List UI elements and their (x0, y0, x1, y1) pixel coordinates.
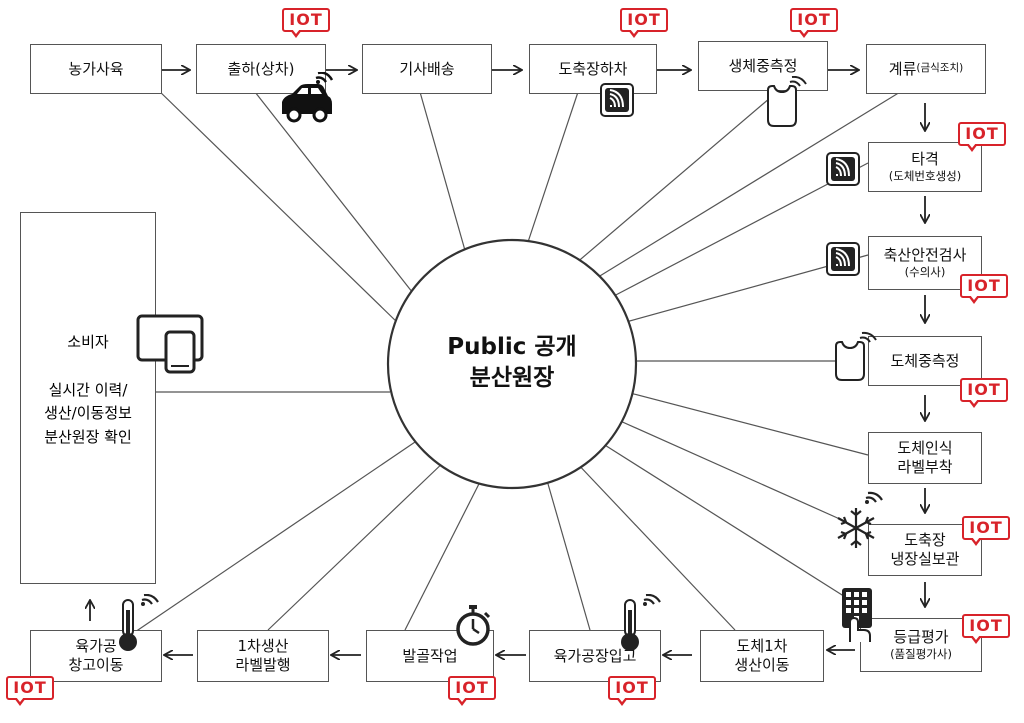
thermometer-icon (119, 594, 159, 651)
step-warehouse-transfer: 육가공 창고이동 (30, 630, 162, 682)
iot-label: IOT (448, 676, 496, 700)
iot-badge: IOT (958, 122, 1008, 152)
step-sublabel: (도체번호생성) (888, 169, 962, 184)
nfc-tag-icon (826, 152, 860, 186)
iot-badge: IOT (448, 676, 498, 706)
keypad-icon (842, 588, 872, 642)
step-label: 도체1차 (736, 637, 788, 656)
step-label: 등급평가 (893, 628, 949, 647)
step-label: 라벨발행 (235, 656, 291, 674)
step-label: 육가공장입고 (553, 646, 637, 665)
step-lairage: 계류(금식조치) (866, 44, 986, 94)
iot-badge: IOT (620, 8, 670, 38)
step-carcass-transfer: 도체1차 생산이동 (700, 630, 824, 682)
step-farm-raising: 농가사육 (30, 44, 162, 94)
consumer-desc-line: 생산/이동정보 (44, 404, 132, 423)
center-label-line: Public 공개 (447, 334, 577, 360)
weight-sensor-icon (835, 331, 877, 381)
step-label-issuing: 1차생산 라벨발행 (197, 630, 329, 682)
iot-badge: IOT (962, 614, 1012, 644)
iot-badge: IOT (608, 676, 658, 706)
iot-label: IOT (790, 8, 838, 32)
step-slaughterhouse-unloading: 도축장하차 (529, 44, 657, 94)
consumer-panel: 소비자 실시간 이력/ 생산/이동정보 분산원장 확인 (20, 212, 156, 584)
step-label: 타격 (911, 150, 939, 169)
step-sublabel: (수의사) (904, 265, 946, 280)
consumer-title: 소비자 (67, 333, 109, 351)
step-label: 생산이동 (734, 656, 790, 674)
spoke-lines (134, 86, 906, 633)
iot-label: IOT (962, 614, 1010, 638)
iot-badge: IOT (790, 8, 840, 38)
iot-label: IOT (962, 516, 1010, 540)
step-label: 발골작업 (402, 646, 458, 665)
step-driver-delivery: 기사배송 (362, 44, 492, 94)
stopwatch-icon (456, 605, 491, 646)
iot-badge: IOT (960, 378, 1010, 408)
step-grading: 등급평가 (품질평가사) (860, 618, 982, 672)
iot-badge: IOT (962, 516, 1012, 546)
step-label: 생체중측정 (728, 56, 798, 75)
tablet-phone-icon (136, 314, 204, 374)
nfc-tag-icon (826, 242, 860, 276)
step-processing-intake: 육가공장입고 (529, 630, 661, 682)
iot-label: IOT (620, 8, 668, 32)
iot-label: IOT (282, 8, 330, 32)
snowflake-icon (837, 491, 883, 548)
step-cold-storage: 도축장 냉장실보관 (868, 524, 982, 576)
step-label: 냉장실보관 (890, 550, 960, 568)
center-label: Public 공개 분산원장 (388, 332, 636, 394)
step-label: 기사배송 (399, 59, 455, 78)
step-label: 출하(상차) (227, 59, 295, 78)
step-carcass-weight: 도체중측정 (868, 336, 982, 386)
step-label: 농가사육 (68, 59, 124, 78)
nfc-tag-icon (600, 83, 634, 117)
center-label-line: 분산원장 (469, 365, 555, 392)
iot-label: IOT (960, 378, 1008, 402)
flow-arrows (90, 70, 925, 655)
step-live-weight: 생체중측정 (698, 41, 828, 91)
iot-label: IOT (6, 676, 54, 700)
step-label: 도축장 (904, 531, 946, 550)
step-label: 라벨부착 (897, 458, 953, 476)
center-circle (386, 238, 638, 490)
iot-badge: IOT (282, 8, 332, 38)
step-sublabel: (금식조치) (916, 62, 964, 75)
step-label: 창고이동 (68, 656, 124, 674)
thermometer-icon (621, 594, 661, 651)
step-label: 축산안전검사 (883, 246, 967, 265)
step-label: 도축장하차 (558, 59, 628, 78)
iot-badge: IOT (6, 676, 56, 706)
consumer-desc-line: 실시간 이력/ (48, 381, 128, 399)
iot-label: IOT (960, 274, 1008, 298)
step-label: 1차생산 (237, 637, 289, 656)
iot-badge: IOT (960, 274, 1010, 304)
step-label: 도체중측정 (890, 351, 960, 370)
step-label: 도체인식 (897, 439, 953, 458)
iot-label: IOT (608, 676, 656, 700)
weight-sensor-icon (767, 76, 807, 127)
step-label: 육가공 (75, 637, 117, 656)
iot-label: IOT (958, 122, 1006, 146)
step-carcass-labeling: 도체인식 라벨부착 (868, 432, 982, 484)
delivery-truck-icon (282, 72, 334, 123)
step-stunning: 타격 (도체번호생성) (868, 142, 982, 192)
step-label: 계류 (888, 59, 917, 78)
consumer-description: 실시간 이력/ 생산/이동정보 분산원장 확인 (21, 379, 155, 449)
step-sublabel: (품질평가사) (890, 647, 952, 662)
consumer-desc-line: 분산원장 확인 (44, 427, 132, 446)
